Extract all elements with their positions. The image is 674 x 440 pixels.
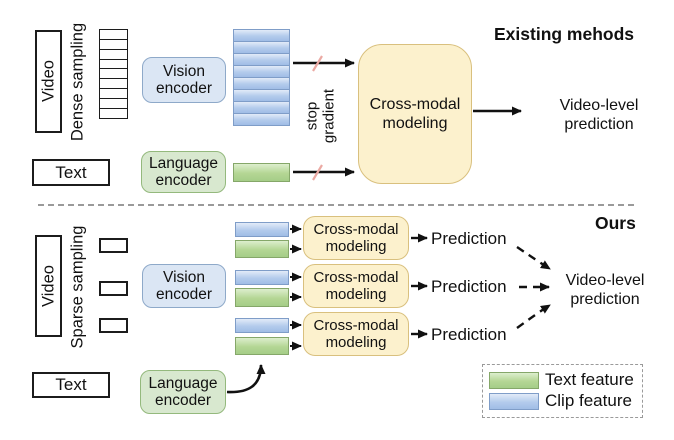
sparse-frame-3	[99, 318, 128, 333]
text-label-bottom: Text	[55, 375, 87, 394]
clip-feature-bar	[233, 113, 290, 126]
vision-encoder-label-bottom: Vision encoder	[155, 268, 212, 303]
arrow-language-encoder-up	[226, 364, 266, 394]
clip-feature-bar-2	[235, 270, 289, 285]
cross-modal-label-1: Cross-modal modeling	[313, 220, 399, 255]
video-level-prediction-top: Video-level prediction	[559, 97, 639, 134]
section-divider	[38, 204, 634, 206]
clip-feature-legend-label: Clip feature	[545, 391, 632, 410]
ours-title: Ours	[595, 213, 636, 233]
video-input-box-bottom	[35, 235, 62, 337]
cross-modal-box-2: Cross-modal modeling	[303, 264, 409, 308]
sparse-sampling-label: Sparse sampling	[68, 225, 87, 349]
text-feature-bar-3	[235, 337, 289, 355]
prediction-label-3: Prediction	[431, 325, 507, 344]
sparse-frame-2	[99, 281, 128, 296]
stop-gradient-slash-icon	[312, 164, 323, 181]
language-encoder-label-bottom: Language encoder	[148, 374, 218, 409]
vision-encoder-box-top: Vision encoder	[142, 57, 226, 103]
frame-cell	[99, 107, 128, 120]
text-feature-bar-top	[233, 163, 290, 182]
dense-sampling-label: Dense sampling	[68, 22, 87, 142]
clip-feature-swatch	[489, 393, 539, 410]
cross-modal-box-1: Cross-modal modeling	[303, 216, 409, 260]
prediction-label-2: Prediction	[431, 277, 507, 296]
cross-modal-label-3: Cross-modal modeling	[313, 316, 399, 351]
language-encoder-box-bottom: Language encoder	[140, 370, 226, 414]
text-label-top: Text	[55, 162, 87, 182]
cross-modal-label-top: Cross-modal modeling	[369, 95, 461, 132]
legend-box: Text feature Clip feature	[482, 364, 643, 418]
clip-feature-stack	[233, 29, 290, 126]
cross-modal-label-2: Cross-modal modeling	[313, 268, 399, 303]
text-input-box-top: Text	[32, 159, 110, 186]
clip-feature-bar-1	[235, 222, 289, 237]
text-feature-bar-1	[235, 240, 289, 258]
language-encoder-label-top: Language encoder	[149, 154, 218, 189]
dashed-arrow-prediction3	[516, 303, 551, 329]
sparse-frame-1	[99, 238, 128, 253]
stop-gradient-slash-icon	[312, 55, 323, 72]
vision-encoder-box-bottom: Vision encoder	[142, 264, 226, 308]
language-encoder-box-top: Language encoder	[141, 151, 226, 193]
vision-encoder-label-top: Vision encoder	[155, 62, 212, 97]
dashed-arrow-prediction1	[516, 246, 551, 271]
text-feature-swatch	[489, 372, 539, 389]
cross-modal-box-3: Cross-modal modeling	[303, 312, 409, 356]
dense-frames-strip	[99, 29, 128, 133]
video-input-box-top	[35, 30, 62, 133]
prediction-label-1: Prediction	[431, 229, 507, 248]
text-input-box-bottom: Text	[32, 372, 110, 398]
video-label-top: Video	[39, 60, 58, 102]
text-feature-bar-2	[235, 288, 289, 307]
video-label-bottom: Video	[39, 265, 58, 307]
text-feature-legend-label: Text feature	[545, 370, 634, 389]
existing-methods-title: Existing mehods	[494, 24, 635, 44]
video-level-prediction-bottom: Video-level prediction	[565, 272, 645, 309]
cross-modal-box-top: Cross-modal modeling	[358, 44, 472, 184]
stop-gradient-label: stop gradient	[303, 88, 338, 144]
clip-feature-bar-3	[235, 318, 289, 333]
